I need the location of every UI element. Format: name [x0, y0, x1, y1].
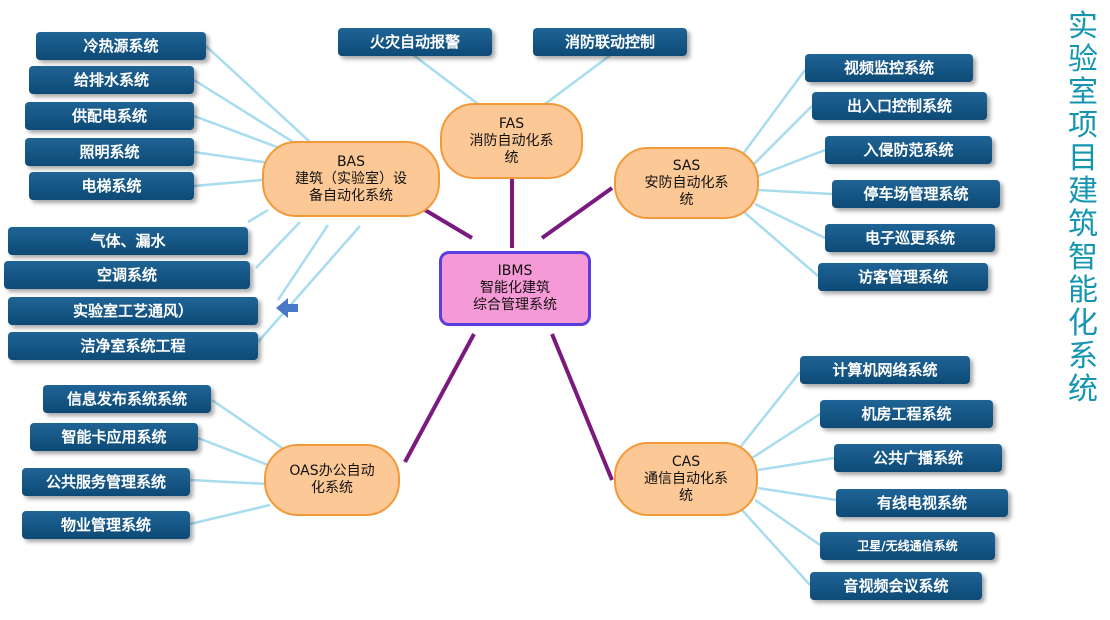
- cas-item-5: 卫星/无线通信系统: [820, 532, 995, 560]
- branch-cas-4: [757, 486, 837, 502]
- branch-bas-4: [193, 150, 271, 165]
- bas-hub: BAS 建筑（实验室）设 备自动化系统: [262, 141, 440, 217]
- trunk-oas: [403, 333, 476, 463]
- branch-sas-4: [757, 188, 833, 196]
- oas-hub-line1: OAS办公自动: [289, 463, 375, 479]
- branch-bas-2: [193, 78, 299, 147]
- sas-hub-line3: 统: [679, 191, 694, 208]
- branch-bas-7: [255, 221, 301, 269]
- cas-hub-line1: CAS: [671, 453, 701, 470]
- branch-fas-1: [411, 53, 479, 105]
- cas-item-3: 公共广播系统: [834, 444, 1002, 472]
- cas-hub-line3: 统: [679, 487, 693, 504]
- bas-item-2: 给排水系统: [29, 66, 194, 94]
- center-line2: 智能化建筑: [480, 280, 550, 296]
- branch-sas-2: [751, 105, 813, 167]
- sas-hub-line2: 安防自动化系: [644, 174, 729, 191]
- branch-oas-3: [189, 478, 269, 486]
- sas-hub: SAS 安防自动化系 统: [614, 147, 759, 219]
- branch-bas-9: [257, 225, 361, 343]
- bas-item-3: 供配电系统: [25, 102, 194, 130]
- branch-bas-3: [193, 114, 286, 152]
- branch-oas-1: [211, 398, 286, 452]
- sas-item-1: 视频监控系统: [805, 54, 973, 82]
- trunk-sas: [540, 186, 614, 240]
- cas-item-1: 计算机网络系统: [800, 356, 970, 384]
- left-arrow-icon: [276, 298, 298, 318]
- fas-item-fire-linkage: 消防联动控制: [533, 28, 687, 56]
- center-line1: IBMS: [497, 263, 533, 279]
- sas-item-3: 入侵防范系统: [825, 136, 992, 164]
- fas-hub: FAS 消防自动化系 统: [440, 103, 583, 179]
- cas-item-4: 有线电视系统: [836, 489, 1008, 517]
- branch-oas-2: [197, 436, 269, 467]
- branch-bas-8: [276, 224, 330, 301]
- cas-item-2: 机房工程系统: [820, 400, 993, 428]
- bas-item-9: 洁净室系统工程: [8, 332, 258, 360]
- branch-cas-2: [751, 412, 821, 460]
- bas-item-4: 照明系统: [25, 138, 194, 166]
- sas-item-2: 出入口控制系统: [812, 92, 987, 120]
- branch-bas-6: [247, 208, 269, 224]
- branch-cas-5: [754, 498, 821, 547]
- fas-hub-line3: 统: [504, 149, 519, 166]
- branch-oas-4: [189, 503, 271, 526]
- cas-hub: CAS 通信自动化系 统: [614, 442, 758, 516]
- cas-item-6: 音视频会议系统: [810, 572, 982, 600]
- fas-hub-line1: FAS: [498, 115, 525, 132]
- oas-item-4: 物业管理系统: [22, 511, 190, 539]
- center-line3: 综合管理系统: [473, 297, 557, 313]
- branch-cas-6: [741, 509, 811, 586]
- sas-item-5: 电子巡更系统: [825, 224, 995, 252]
- sas-item-4: 停车场管理系统: [832, 180, 1000, 208]
- oas-item-3: 公共服务管理系统: [22, 468, 190, 496]
- branch-sas-3: [757, 148, 826, 178]
- bas-hub-line3: 备自动化系统: [309, 187, 393, 204]
- oas-item-2: 智能卡应用系统: [30, 423, 198, 451]
- branch-cas-1: [737, 371, 801, 451]
- branch-bas-5: [193, 178, 263, 188]
- oas-hub: OAS办公自动 化系统: [264, 444, 400, 516]
- bas-hub-line2: 建筑（实验室）设: [295, 170, 407, 187]
- bas-item-5: 电梯系统: [29, 172, 194, 200]
- cas-hub-line2: 通信自动化系: [644, 470, 728, 487]
- sas-hub-line1: SAS: [672, 157, 701, 174]
- sas-item-6: 访客管理系统: [818, 263, 988, 291]
- bas-item-8: 实验室工艺通风）: [8, 297, 258, 325]
- branch-bas-1: [205, 45, 311, 143]
- branch-sas-6: [743, 211, 819, 277]
- bas-item-1: 冷热源系统: [36, 32, 206, 60]
- branch-fas-2: [544, 52, 613, 106]
- oas-item-1: 信息发布系统系统: [43, 385, 211, 413]
- fas-hub-line2: 消防自动化系: [469, 132, 554, 149]
- branch-sas-5: [754, 202, 826, 240]
- bas-item-6: 气体、漏水: [8, 227, 248, 255]
- fas-item-fire-alarm: 火灾自动报警: [338, 28, 492, 56]
- bas-hub-line1: BAS: [336, 153, 366, 170]
- oas-hub-line2: 化系统: [311, 480, 353, 496]
- trunk-cas: [550, 333, 614, 481]
- trunk-bas: [423, 208, 474, 240]
- page-title: 实验室项目建筑智能化系统: [1068, 9, 1098, 407]
- ibms-center-node: IBMS 智能化建筑 综合管理系统: [439, 251, 591, 326]
- branch-sas-1: [738, 69, 807, 159]
- bas-item-7: 空调系统: [4, 261, 250, 289]
- branch-cas-3: [757, 456, 835, 472]
